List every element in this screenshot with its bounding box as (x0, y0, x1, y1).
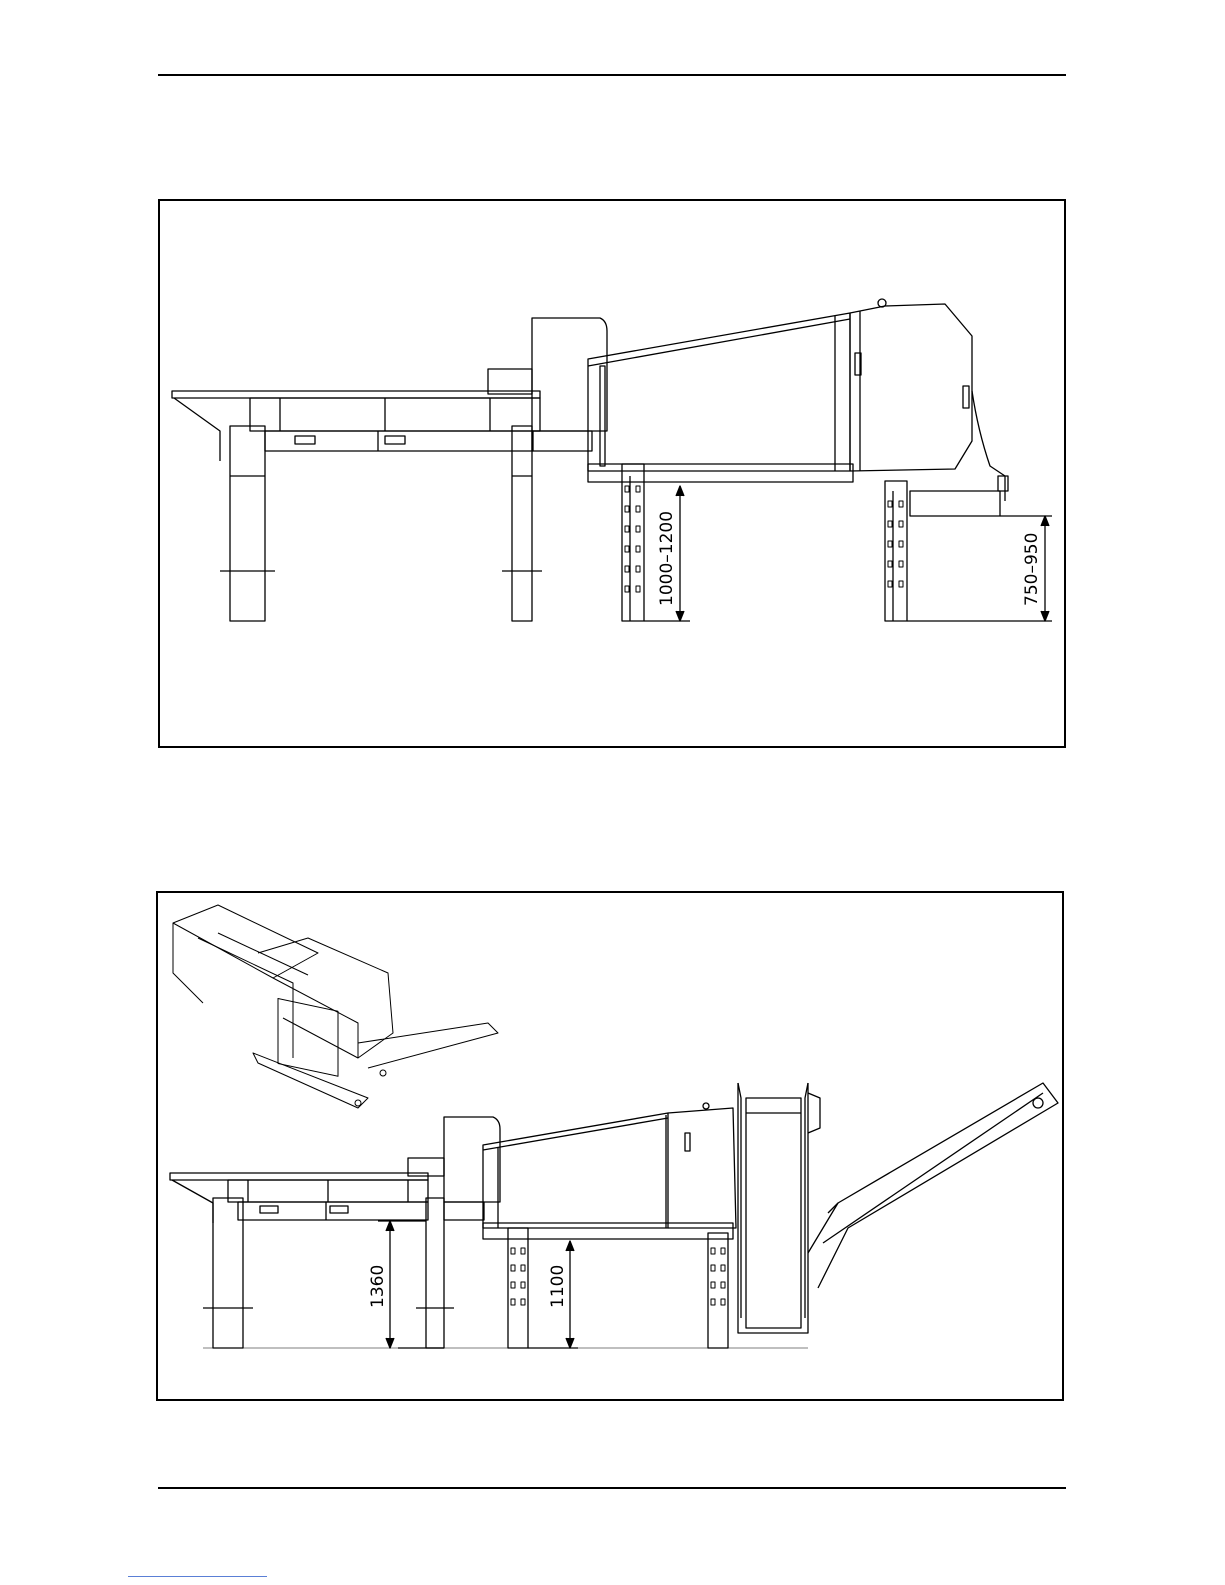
inclined-conveyor (808, 1083, 1058, 1288)
feed-table (172, 391, 540, 398)
leg-2 (426, 1198, 444, 1348)
leg-2 (512, 426, 532, 621)
table-rail (250, 398, 540, 431)
feed-table (170, 1173, 428, 1180)
tall-housing (444, 1117, 500, 1202)
footer-link-underline (128, 1576, 267, 1577)
hopper-lip (174, 398, 220, 461)
dimension-lines (203, 1221, 808, 1348)
drum-housing (483, 1113, 668, 1228)
dimension-label-750-950: 750–950 (1022, 533, 1042, 606)
base-frame (588, 464, 853, 482)
base-frame (483, 1223, 733, 1239)
leg-holes (511, 1248, 725, 1305)
hopper-lip (172, 1180, 213, 1223)
slot-2 (385, 436, 405, 444)
tall-housing (532, 318, 607, 431)
bottom-rule (158, 1487, 1066, 1489)
figure-1-drawing: 1000–1200 750–950 (160, 201, 1064, 746)
slot-1 (295, 436, 315, 444)
dimension-lines (644, 486, 1052, 621)
leg-1 (230, 426, 265, 621)
drum-housing (588, 313, 850, 471)
small-box (488, 369, 532, 394)
end-housing (850, 304, 972, 471)
dimension-label-1100: 1100 (548, 1265, 568, 1308)
vertical-column (738, 1083, 808, 1333)
figure-1-frame: 1000–1200 750–950 (158, 199, 1066, 748)
top-rule (158, 74, 1066, 76)
end-housing (668, 1108, 736, 1228)
discharge-conveyor (910, 491, 1000, 516)
dimension-label-1000-1200: 1000–1200 (657, 511, 677, 606)
figure-2-drawing: 1360 1100 (158, 893, 1062, 1399)
dimension-label-1360: 1360 (368, 1265, 388, 1308)
conveyor-beam (265, 431, 533, 451)
figure-2-frame: 1360 1100 (156, 891, 1064, 1401)
isometric-view (173, 905, 498, 1108)
conveyor-beam (238, 1202, 428, 1220)
